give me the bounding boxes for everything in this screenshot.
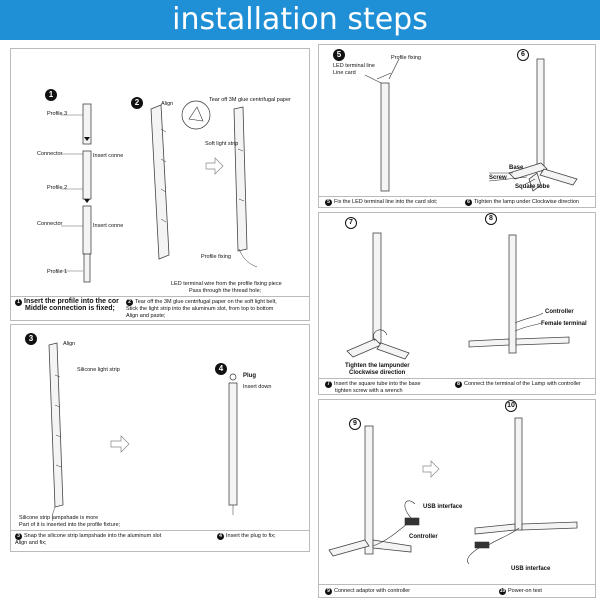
step-5-number: 5 (333, 49, 345, 61)
step-2-led-note-line1: LED terminal wire from the profile fixin… (171, 281, 282, 287)
panel-steps-9-10: 9 USB interface Controller 10 USB interf… (318, 399, 596, 598)
step-6-base-label: Base (509, 165, 524, 171)
step-10-number: 10 (505, 400, 517, 412)
step-1-profile-3-label: Profile 3 (47, 111, 68, 117)
step-1-connector-a-label: Connector (37, 151, 63, 157)
step-8-number: 8 (485, 213, 497, 225)
step-10-caption-number: 10 (499, 588, 506, 595)
step-6-number: 6 (517, 49, 529, 61)
step-2-align-label: Align (161, 101, 174, 107)
steps-9-10-illustration (328, 417, 578, 565)
step-3-align-label: Align (63, 341, 76, 347)
step-2-number: 2 (131, 97, 143, 109)
step-5-profile-fixing-label: Profile fixing (391, 55, 421, 61)
step-4-caption-text: Insert the plug to fix; (226, 533, 276, 539)
step-1-profile-2-label: Profile 2 (47, 185, 68, 191)
step-2-caption-line1: Tear off the 3M glue centrifugal paper o… (135, 299, 277, 305)
step-6-caption-text: Tighten the lamp under Clockwise directi… (474, 199, 579, 205)
step-7-tighten-label-line1: Tighten the lampunder (345, 363, 410, 369)
step-4-insert-down-label: Insert down (243, 384, 272, 390)
step-4-caption-number: 4 (217, 533, 224, 540)
step-1-caption-line1: Insert the profile into the cor (24, 298, 119, 305)
page-title: installation steps (0, 0, 600, 40)
step-3-caption-number: 3 (15, 533, 22, 540)
steps-7-8-illustration (346, 232, 570, 360)
step-9-caption-text: Connect adaptor with controller (334, 588, 411, 594)
step-5-caption-text: Fix the LED terminal line into the card … (334, 199, 438, 205)
step-2-caption-line3: Align and paste; (126, 312, 166, 319)
step-1-profile-1-label: Profile 1 (47, 269, 68, 275)
step-3-caption-line2: Align and fix; (15, 540, 47, 546)
step-1-connector-b-label: Connector (37, 221, 63, 227)
step-2-led-note-line2: Pass through the thread hole; (189, 288, 262, 294)
panel-steps-7-8: 7 Tighten the lampunder Clockwise direct… (318, 212, 596, 395)
step-1-insert-b-label: Insert conne (93, 223, 124, 229)
step-3-silicone-label: Silicone light strip (77, 367, 120, 373)
step-7-caption-line1: Insert the square tube into the base (334, 381, 421, 387)
steps-5-6-illustration (364, 58, 578, 192)
step-7-tighten-label-line2: Clockwise direction (349, 370, 406, 376)
step-10-caption-text: Power-on test (508, 588, 542, 594)
panel-steps-3-4: 3 Align Silicone light strip Silicone st… (10, 324, 310, 552)
step-7-number: 7 (345, 217, 357, 229)
step-9-usb-label: USB interface (423, 504, 463, 510)
step-2-soft-strip-label: Soft light strip (205, 141, 239, 147)
panel-steps-5-6: 5 LED terminal line Line card Profile fi… (318, 44, 596, 208)
step-1-insert-a-label: Insert conne (93, 153, 124, 159)
step-6-square-tube-label: Square tube (515, 184, 550, 190)
step-3-note-line2: Part of it is inserted into the profile … (19, 522, 121, 528)
step-8-female-terminal-label: Female terminal (541, 321, 587, 327)
step-1-caption-line2: Middle connection is fixed; (25, 305, 115, 312)
step-9-number: 9 (349, 418, 361, 430)
step-7-caption-line2: tighten screw with a wrench (335, 388, 403, 394)
step-2-profile-fixing-label: Profile fixing (201, 254, 231, 260)
step-4-number: 4 (215, 363, 227, 375)
step-3-note-line1: Silicone strip lampshade is more (19, 515, 99, 521)
step-9-controller-label: Controller (409, 534, 438, 540)
step-1-caption-number: 1 (15, 299, 22, 306)
step-5-led-terminal-label: LED terminal line (333, 63, 375, 69)
step-8-caption-text: Connect the terminal of the Lamp with co… (464, 381, 581, 387)
step-7-caption-number: 7 (325, 381, 332, 388)
step-6-caption-number: 6 (465, 199, 472, 206)
step-4-plug-label: Plug (243, 373, 256, 379)
step-8-caption-number: 8 (455, 381, 462, 388)
step-2-tear-label: Tear off 3M glue centrifugal paper (209, 97, 291, 103)
step-3-number: 3 (25, 333, 37, 345)
step-2-caption-line2: Stick the light strip into the aluminum … (126, 306, 274, 312)
step-5-caption-number: 5 (325, 199, 332, 206)
step-1-number: 1 (45, 89, 57, 101)
step-5-line-card-label: Line card (333, 70, 356, 76)
step-6-screw-label: Screw (489, 175, 507, 181)
step-10-usb-label: USB interface (511, 566, 551, 572)
step-8-controller-label: Controller (545, 309, 574, 315)
step-2-caption-number: 2 (126, 299, 133, 306)
steps-1-2-illustration (61, 100, 258, 283)
step-9-caption-number: 9 (325, 588, 332, 595)
panel-steps-1-2: 1 Profile 3 Connector Insert conne Profi… (10, 48, 310, 321)
steps-3-4-illustration (48, 342, 238, 522)
step-3-caption-line1: Snap the silicone strip lampshade into t… (24, 533, 162, 539)
